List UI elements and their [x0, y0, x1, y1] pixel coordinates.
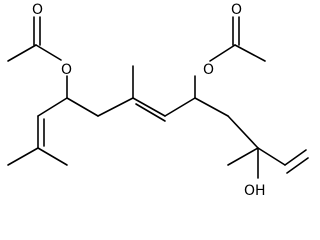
bond-right-carbonyl-ester — [209, 44, 236, 62]
bond-c-vinyl-left — [37, 97, 68, 117]
bond-ch2-to-quaternary — [227, 115, 259, 149]
molecule-structure: O O O O OH — [7, 2, 309, 199]
bond-terminal-vinyl-a — [284, 149, 307, 166]
bond-left-acetate-methyl — [7, 44, 37, 62]
bond-terminal-methyl-1 — [7, 147, 39, 166]
bond-quaternary-methyl — [227, 147, 259, 166]
bond-choac-to-ch2 — [194, 97, 229, 117]
bond-mid-db-b — [135, 103, 166, 122]
atom-label-right-carbonyl-o: O — [231, 2, 242, 18]
atom-label-hydroxyl: OH — [244, 183, 266, 199]
bond-mid-db-a — [132, 97, 166, 117]
bond-terminal-vinyl-b — [286, 157, 309, 174]
bond-alkene-to-choac — [164, 97, 196, 117]
bond-ch2-to-alkene — [97, 97, 134, 117]
atom-label-right-ester-o: O — [203, 62, 214, 78]
atom-label-left-ester-o: O — [61, 62, 72, 78]
bond-right-acetate-methyl — [234, 44, 266, 62]
bond-quaternary-vinyl — [257, 147, 286, 166]
atom-label-left-carbonyl-o: O — [32, 2, 43, 18]
bond-c-ch2-left — [66, 97, 99, 117]
structure-canvas: O O O O OH — [7, 2, 309, 199]
bond-left-carbonyl-ester — [35, 44, 62, 61]
bond-terminal-methyl-2 — [37, 147, 68, 166]
